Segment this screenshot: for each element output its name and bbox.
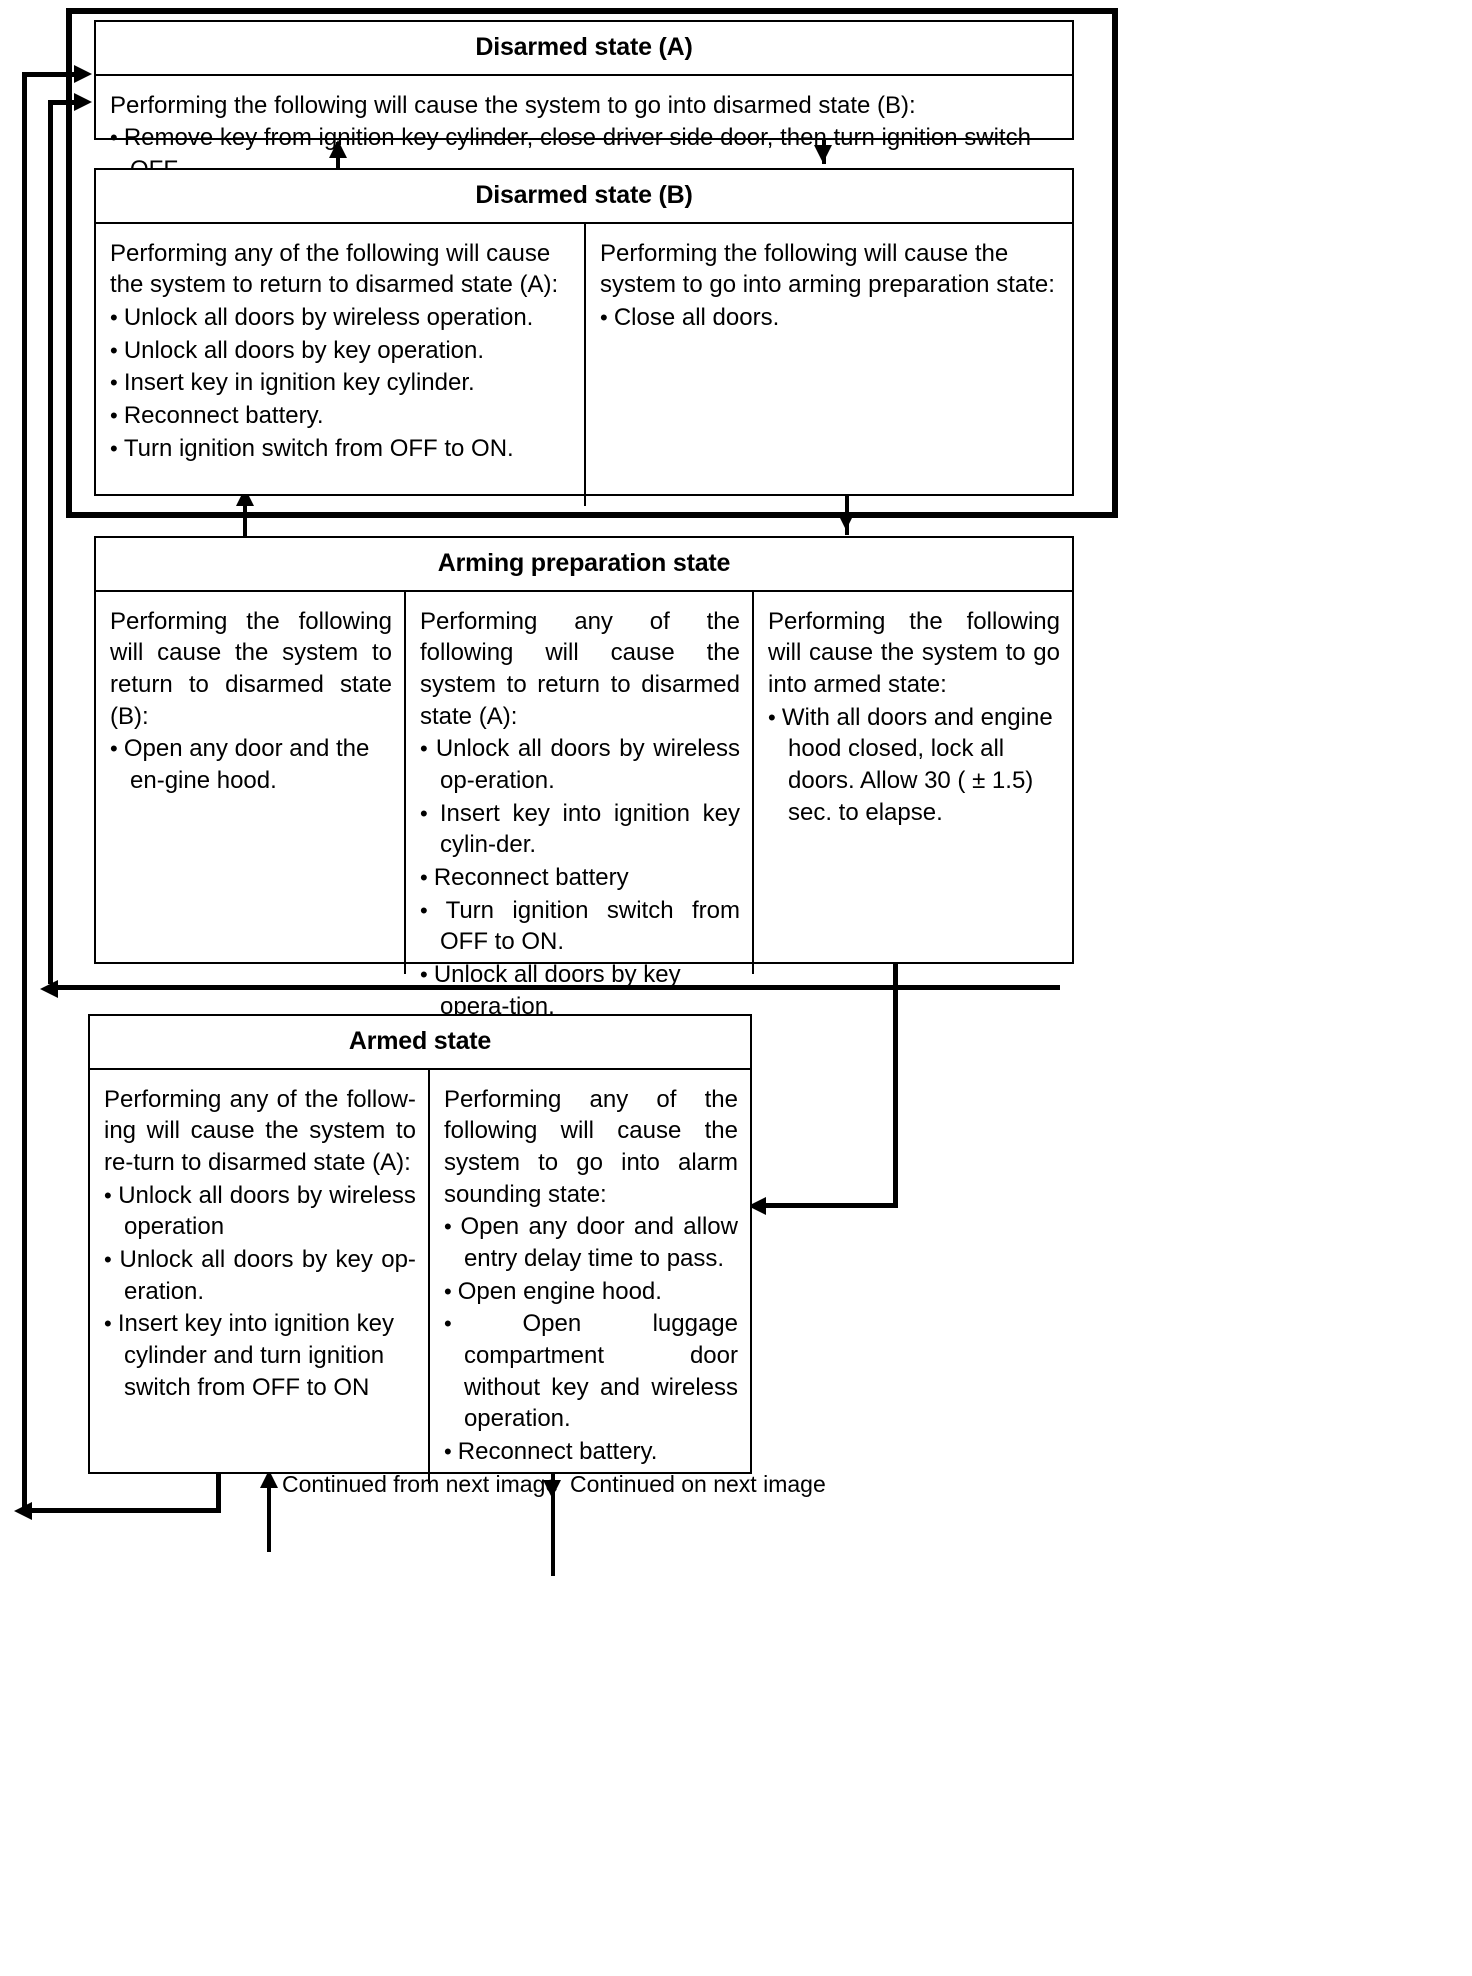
list-item: Unlock all doors by key op-eration. [104, 1244, 416, 1307]
connector-left-spine-inner [48, 100, 53, 984]
connector-armed-to-left-spine-vertical [216, 1470, 221, 1512]
state-title-disarmed-b: Disarmed state (B) [96, 170, 1072, 224]
state-column: Performing any of the following will cau… [427, 1069, 750, 1484]
column-intro: Performing any of the follow-ing will ca… [104, 1085, 416, 1176]
list-item: Open luggage compartment door without ke… [444, 1308, 738, 1435]
column-intro: Performing any of the following will cau… [420, 607, 740, 730]
list-item: Insert key in ignition key cylinder. [110, 367, 572, 399]
list-item: Unlock all doors by key opera-tion. [420, 959, 740, 1022]
column-intro: Performing the following will cause the … [110, 91, 916, 119]
state-column: Performing any of the follow-ing will ca… [90, 1070, 428, 1484]
list-item: Open any door and allow entry delay time… [444, 1211, 738, 1274]
list-item: Reconnect battery. [444, 1436, 738, 1468]
connector-into-disarmed-a-line1 [22, 72, 78, 77]
connector-continued-from-vertical [267, 1482, 271, 1552]
arrow-into-disarmed-a-1-icon [74, 65, 92, 83]
list-item: Close all doors. [600, 302, 1060, 334]
state-box-arming-preparation: Arming preparation state Performing the … [94, 536, 1074, 1020]
state-column: Performing any of the following will cau… [404, 591, 752, 1020]
column-bullet-list: Close all doors. [600, 302, 1060, 334]
connector-arming-to-armed-horizontal [756, 1203, 898, 1208]
column-bullet-list: Unlock all doors by wireless operation U… [104, 1180, 416, 1404]
list-item: Unlock all doors by wireless operation [104, 1180, 416, 1243]
state-columns-disarmed-b: Performing any of the following will cau… [96, 223, 1072, 506]
list-item: Unlock all doors by wireless operation. [110, 302, 572, 334]
footnote-continued-on: Continued on next image [570, 1471, 826, 1497]
connector-arming-to-armed-vertical [893, 963, 898, 1207]
footnote-continued-from: Continued from next image [282, 1471, 559, 1497]
column-bullet-list: With all doors and engine hood closed, l… [768, 702, 1060, 829]
connector-left-spine-outer [22, 72, 27, 1512]
column-intro: Performing the following will cause the … [110, 607, 392, 730]
state-column: Performing the following will cause the … [752, 591, 1072, 974]
column-intro: Performing the following will cause the … [768, 607, 1060, 698]
list-item: Open any door and the en-gine hood. [110, 733, 392, 796]
column-intro: Performing any of the following will cau… [443, 1085, 738, 1208]
column-bullet-list: Unlock all doors by wireless op-eration.… [420, 733, 740, 1022]
column-intro: Performing any of the following will cau… [110, 239, 559, 299]
list-item: With all doors and engine hood closed, l… [768, 702, 1060, 829]
state-columns-arming-preparation: Performing the following will cause the … [96, 591, 1072, 1020]
list-item: Reconnect battery. [110, 400, 572, 432]
state-box-disarmed-a: Disarmed state (A) Performing the follow… [94, 20, 1074, 183]
state-columns-armed: Performing any of the follow-ing will ca… [90, 1069, 750, 1484]
column-bullet-list: Open any door and allow entry delay time… [444, 1211, 738, 1467]
column-bullet-list: Open any door and the en-gine hood. [110, 733, 392, 796]
connector-armed-to-left-spine-horizontal [22, 1508, 221, 1513]
list-item: Insert key into ignition key cylinder an… [104, 1308, 416, 1403]
state-title-armed: Armed state [90, 1016, 750, 1070]
connector-into-disarmed-a-line2 [48, 100, 78, 105]
state-box-disarmed-b: Disarmed state (B) Performing any of the… [94, 168, 1074, 506]
arrow-arming-to-armed-icon [748, 1197, 766, 1215]
arrow-continued-on-icon [543, 1480, 561, 1498]
list-item: Insert key into ignition key cylin-der. [420, 798, 740, 861]
arrow-armed-to-left-spine-icon [14, 1502, 32, 1520]
arrow-into-disarmed-a-2-icon [74, 93, 92, 111]
connector-continued-on-vertical [551, 1470, 555, 1576]
state-title-disarmed-a: Disarmed state (A) [96, 22, 1072, 76]
list-item: Reconnect battery [420, 862, 740, 894]
state-column: Performing the following will cause the … [96, 592, 404, 974]
state-column: Performing any of the following will cau… [96, 224, 584, 506]
list-item: Turn ignition switch from OFF to ON. [420, 895, 740, 958]
list-item: Turn ignition switch from OFF to ON. [110, 433, 572, 465]
list-item: Unlock all doors by wireless op-eration. [420, 733, 740, 796]
column-bullet-list: Unlock all doors by wireless operation. … [110, 302, 572, 464]
arrow-b-to-arming-icon [837, 512, 855, 530]
state-title-arming-preparation: Arming preparation state [96, 538, 1072, 592]
list-item: Unlock all doors by key operation. [110, 335, 572, 367]
state-box-armed: Armed state Performing any of the follow… [88, 1014, 752, 1484]
list-item: Open engine hood. [444, 1276, 738, 1308]
arrow-continued-from-icon [260, 1470, 278, 1488]
column-intro: Performing the following will cause the … [600, 239, 1055, 299]
arrow-arming-to-left-spine-icon [40, 980, 58, 998]
state-column: Performing the following will cause the … [584, 223, 1072, 506]
